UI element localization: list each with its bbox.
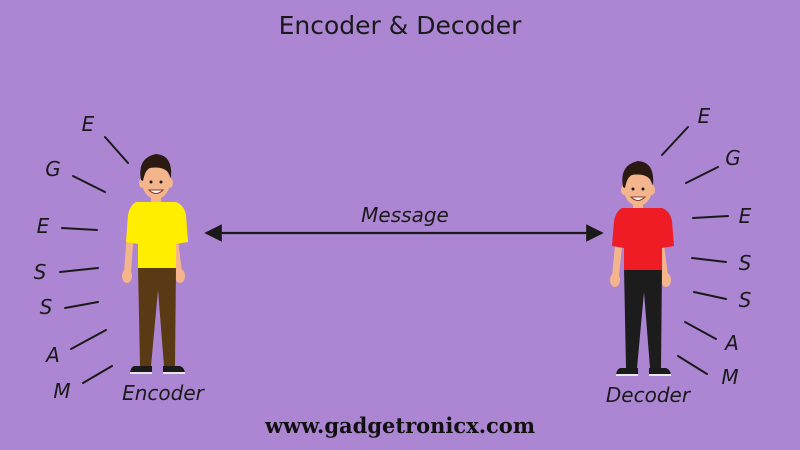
decoder-letter-1: E xyxy=(698,104,711,128)
encoder-label: Encoder xyxy=(122,381,206,405)
encoder-pants xyxy=(138,266,176,366)
encoder-letters: E G E S S A M xyxy=(34,112,95,403)
decoder-letter-5: S xyxy=(739,288,752,312)
encoder-letter-7: M xyxy=(53,379,70,403)
encoder-letter-4: S xyxy=(34,260,47,284)
decoder-letter-6: A xyxy=(723,331,739,355)
website-url: www.gadgetronicx.com xyxy=(264,413,535,438)
encoder-letter-5: S xyxy=(40,295,53,319)
decoder-letter-4: S xyxy=(739,251,752,275)
encoder-rays xyxy=(59,136,129,384)
decoder-rays xyxy=(661,126,729,375)
decoder-shirt xyxy=(612,208,674,270)
decoder-letters: E G E S S A M xyxy=(698,104,752,389)
encoder-letter-3: E xyxy=(37,214,50,238)
decoder-label: Decoder xyxy=(606,383,692,407)
encoder-letter-1: E xyxy=(82,112,95,136)
decoder-pants xyxy=(624,268,662,368)
decoder-letter-3: E xyxy=(739,204,752,228)
decoder-letter-7: M xyxy=(721,365,738,389)
decoder-letter-2: G xyxy=(725,146,741,170)
encoder-person xyxy=(122,154,188,374)
diagram-title: Encoder & Decoder xyxy=(279,11,523,40)
encoder-shirt xyxy=(126,202,188,268)
message-label: Message xyxy=(361,203,449,227)
encoder-letter-2: G xyxy=(45,157,61,181)
encoder-letter-6: A xyxy=(44,343,60,367)
decoder-person xyxy=(610,161,674,376)
